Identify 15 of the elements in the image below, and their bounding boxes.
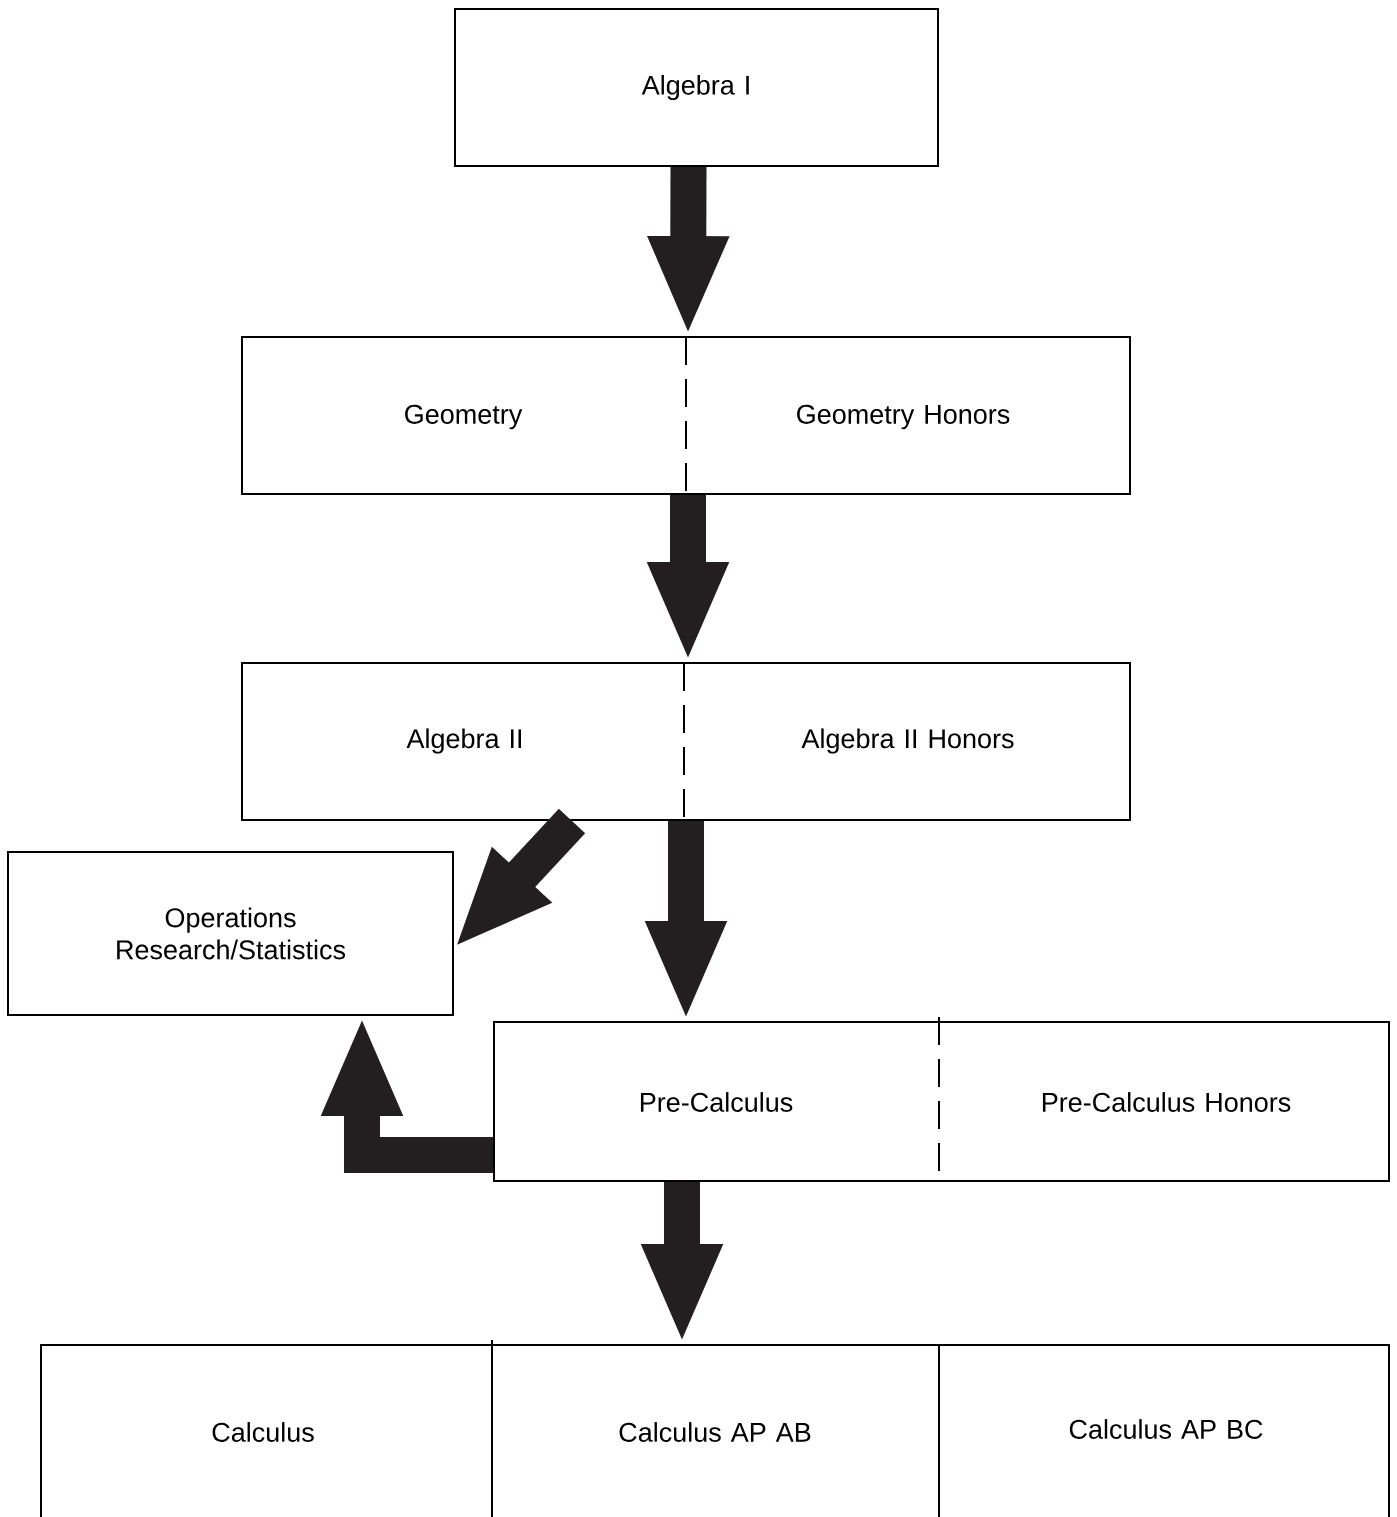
course-box — [241, 336, 1131, 495]
course-box — [493, 1021, 1390, 1182]
course-label: Algebra II Honors — [801, 728, 1014, 754]
course-label: Algebra II — [406, 728, 522, 754]
course-box — [241, 662, 1131, 821]
course-label: Geometry Honors — [797, 404, 1010, 430]
course-label: Pre-Calculus — [640, 1092, 793, 1112]
course-label: Calculus — [212, 1422, 314, 1442]
course-label: Calculus AP BC — [1069, 1419, 1263, 1439]
course-box: Algebra I — [454, 8, 939, 167]
course-box — [40, 1344, 1390, 1517]
course-box: Operations Research/Statistics — [7, 851, 454, 1016]
course-label: Calculus AP AB — [619, 1422, 811, 1442]
course-label: Geometry — [405, 404, 523, 430]
course-label: Pre-Calculus Honors — [1042, 1092, 1291, 1112]
